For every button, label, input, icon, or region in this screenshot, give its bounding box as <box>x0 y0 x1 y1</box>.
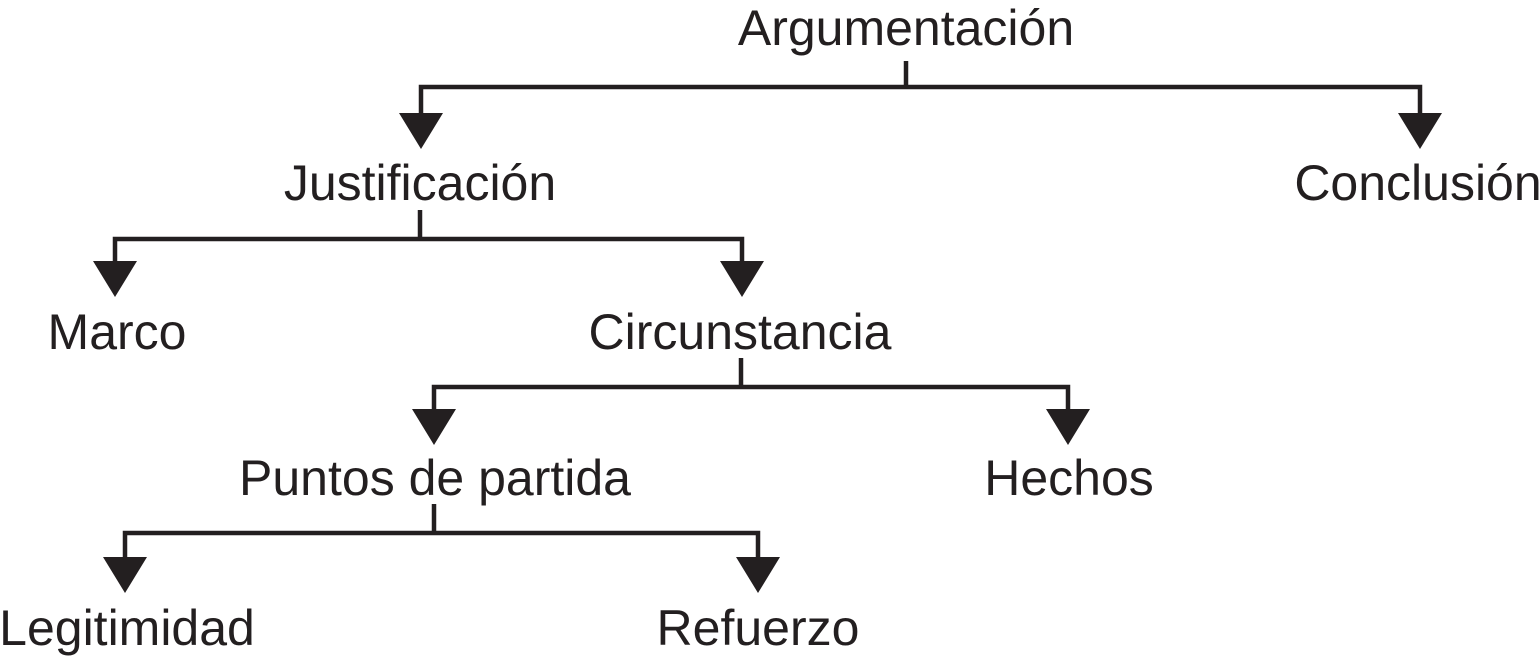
connector-circunstancia-children <box>412 358 1090 445</box>
node-circunstancia: Circunstancia <box>588 304 892 360</box>
node-conclusion: Conclusión <box>1294 155 1540 211</box>
node-argumentacion: Argumentación <box>737 0 1075 56</box>
connector-bracket <box>431 384 1071 412</box>
node-justificacion: Justificación <box>283 155 557 211</box>
connector-puntos-children <box>103 504 780 593</box>
node-puntos-de-partida: Puntos de partida <box>239 450 631 506</box>
arrowhead-to-puntos-de-partida <box>412 409 456 445</box>
node-marco: Marco <box>47 304 187 360</box>
node-hechos: Hechos <box>984 450 1154 506</box>
connector-bracket <box>418 84 1423 115</box>
arrowhead-to-circunstancia <box>720 261 764 297</box>
connector-bracket <box>112 236 745 263</box>
arrowhead-to-conclusion <box>1398 113 1442 149</box>
arrowhead-to-legitimidad <box>103 557 147 593</box>
arrowhead-to-marco <box>93 261 137 297</box>
arrowhead-to-justificacion <box>399 113 443 149</box>
arrowhead-to-refuerzo <box>736 557 780 593</box>
connector-argumentacion-children <box>399 61 1442 149</box>
arrowhead-to-hechos <box>1046 409 1090 445</box>
node-refuerzo: Refuerzo <box>656 600 860 656</box>
node-legitimidad: Legitimidad <box>0 600 255 656</box>
connector-bracket <box>122 530 761 558</box>
connector-justificacion-children <box>93 210 764 297</box>
